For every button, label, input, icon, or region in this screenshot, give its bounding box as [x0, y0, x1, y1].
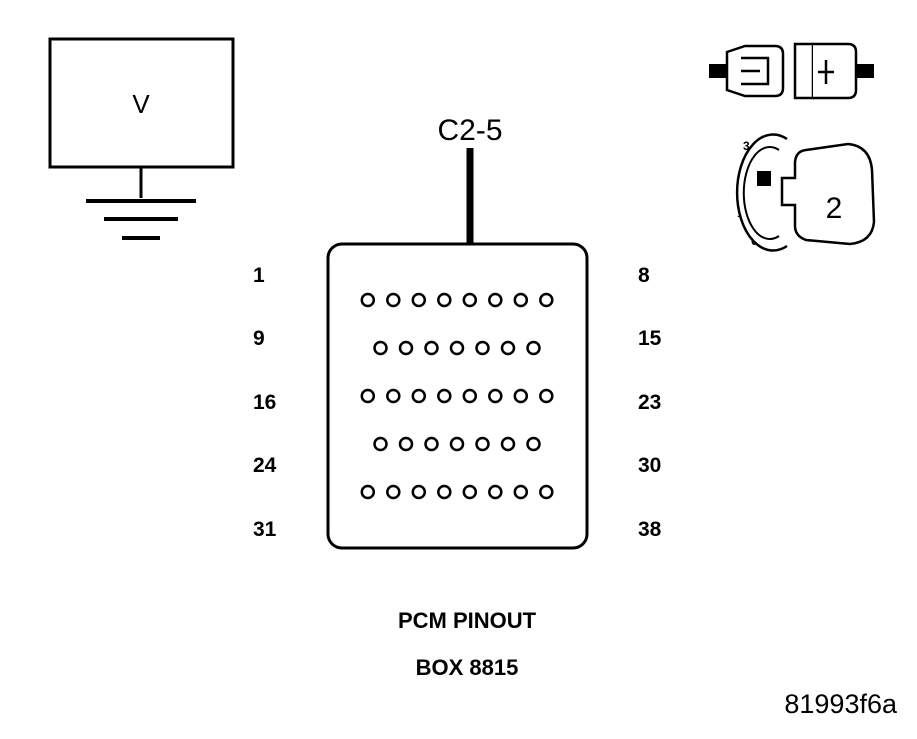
connector-pin: [386, 292, 401, 308]
connector-pin: [539, 484, 554, 500]
connector-pin: [513, 388, 529, 404]
ignition-position-label: 3: [743, 139, 750, 153]
connector-pin: [437, 292, 452, 308]
connector-pin: [449, 340, 465, 356]
pin-label-right: 38: [638, 518, 662, 541]
pin-label-left: 9: [253, 327, 265, 350]
ground-icon: [86, 167, 196, 240]
connector-pins: [360, 292, 554, 500]
connector-pin: [360, 292, 376, 308]
connector-pin: [488, 292, 503, 308]
connector-pin: [360, 388, 376, 404]
connector-pin: [386, 388, 401, 404]
ignition-key-icon: 3 2 1 0 2: [735, 133, 876, 252]
connector-pin: [488, 484, 503, 500]
connector-pin: [462, 484, 478, 500]
ignition-key-position: 2: [826, 192, 843, 225]
connector-pin: [513, 484, 529, 500]
figure-id: 81993f6a: [784, 689, 898, 719]
voltmeter: V: [48, 37, 235, 169]
connector-pin: [475, 340, 490, 356]
connector-pin: [488, 388, 503, 404]
pcm-connector: [326, 242, 589, 550]
connector-pin: [526, 436, 541, 452]
probe-label: C2-5: [437, 114, 502, 147]
connector-pin: [411, 388, 427, 404]
pin-label-right: 8: [638, 264, 650, 287]
pin-label-left: 31: [253, 518, 277, 541]
connector-pin: [411, 292, 427, 308]
pin-label-right: 15: [638, 327, 662, 350]
connector-pin: [539, 388, 554, 404]
pin-label-right: 30: [638, 454, 661, 477]
connector-pin: [462, 388, 478, 404]
connector-pin: [373, 340, 388, 356]
voltmeter-symbol: V: [132, 89, 150, 119]
connector-pin: [398, 436, 414, 452]
connector-pin: [500, 340, 516, 356]
pin-label-left: 1: [253, 264, 265, 287]
connector-pin: [360, 484, 376, 500]
connector-pin: [539, 292, 554, 308]
caption-title: PCM PINOUT: [398, 608, 537, 633]
connector-pin: [398, 340, 414, 356]
connector-icon: [709, 42, 874, 100]
connector-pin: [424, 340, 439, 356]
connector-pin: [373, 436, 388, 452]
connector-pin: [513, 292, 529, 308]
connector-pin: [526, 340, 541, 356]
voltmeter-box: [48, 37, 235, 169]
connector-pin: [437, 484, 452, 500]
pin-label-left: 16: [253, 391, 276, 414]
connector-pin: [449, 436, 465, 452]
connector-pin: [424, 436, 439, 452]
caption-subtitle: BOX 8815: [416, 655, 519, 680]
pin-label-left: 24: [253, 454, 277, 477]
connector-pin: [386, 484, 401, 500]
connector-pin: [437, 388, 452, 404]
connector-pin: [462, 292, 478, 308]
pin-number-labels: 1 8 9 15 16 23 24 30 31 38: [253, 264, 662, 541]
connector-pin: [475, 436, 490, 452]
connector-pin: [500, 436, 516, 452]
pin-label-right: 23: [638, 391, 661, 414]
connector-pin: [411, 484, 427, 500]
